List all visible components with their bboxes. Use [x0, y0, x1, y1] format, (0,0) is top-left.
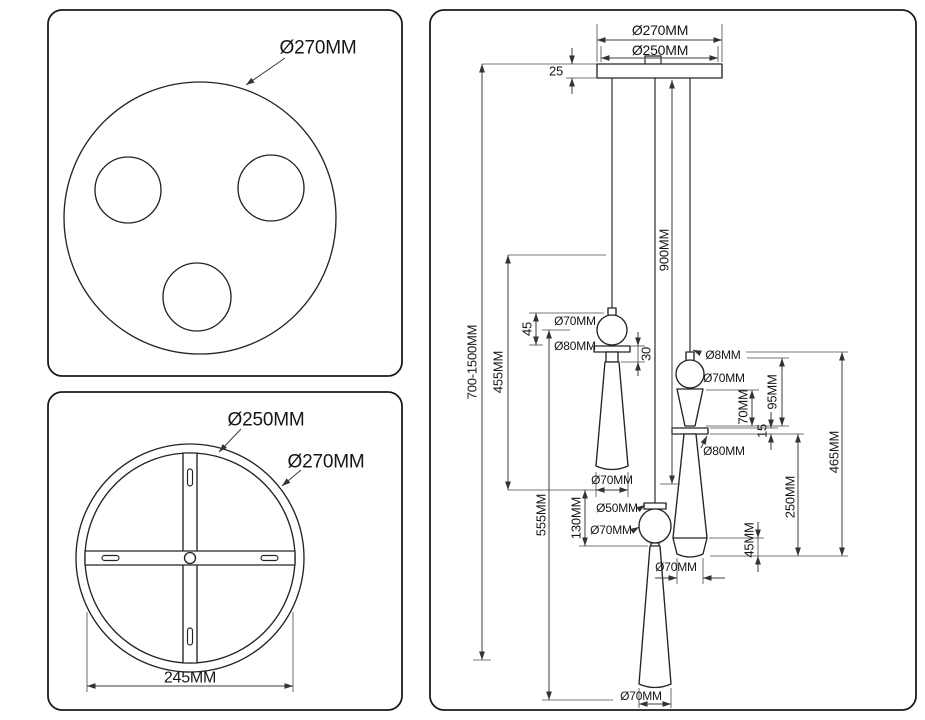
dim-mount-inner-diameter: Ø250MM [228, 410, 305, 431]
mount-view-frame [47, 391, 403, 711]
mounting-plate-panel: Ø250MM Ø270MM 245MM [47, 391, 403, 711]
right-disc [671, 427, 709, 435]
left-glass-ball [596, 314, 628, 346]
canopy-outline [63, 81, 337, 355]
top-view-panel: Ø270MM [47, 9, 403, 377]
bracket-width-dimension: 245MM [86, 612, 294, 692]
dim-left-ball-diameter: Ø70MM [554, 314, 596, 328]
dim-mid-disc-diameter: Ø50MM [596, 501, 638, 515]
bracket-center-hole [183, 551, 197, 565]
lamp-hole-right [237, 154, 305, 222]
right-funnel [676, 388, 704, 427]
right-glass-ball [675, 359, 705, 389]
side-elevation-panel: Ø270MM Ø250MM 25 700-1500MM 455MM [429, 9, 917, 711]
dim-rod-diameter: Ø8MM [705, 348, 740, 362]
dim-right-total-height: 465MM [827, 431, 842, 473]
dim-right-disc-thickness: 15 [755, 424, 770, 438]
leader-line [245, 57, 286, 86]
dim-left-shade-diameter: Ø70MM [591, 473, 633, 487]
side-view-frame [429, 9, 917, 711]
dim-canopy-thickness: 25 [549, 64, 563, 79]
top-view-frame [47, 9, 403, 377]
leader-line [218, 428, 242, 453]
dim-mid-gap-height: 130MM [569, 497, 584, 539]
left-shade [595, 361, 629, 471]
dim-mount-bracket-width: 245MM [164, 670, 216, 687]
bracket-slot-right [260, 554, 279, 562]
bracket-slot-left [101, 554, 120, 562]
dim-right-disc-diameter: Ø80MM [703, 444, 745, 458]
dim-left-ball-height: 45 [520, 322, 535, 336]
dim-left-neck-height: 30 [639, 347, 654, 361]
dim-mount-outer-diameter: Ø270MM [288, 452, 365, 473]
leader-line [281, 469, 302, 487]
right-pendant [671, 351, 709, 558]
right-shade [672, 433, 708, 558]
dim-mid-shade-diameter: Ø70MM [620, 689, 662, 703]
left-disc [593, 345, 631, 353]
dim-right-shade-diameter: Ø70MM [655, 560, 697, 574]
bracket-slot-top [186, 468, 194, 487]
lamp-hole-bottom [162, 262, 232, 332]
bracket-slot-bottom [186, 627, 194, 646]
dim-overall-height: 700-1500MM [465, 325, 480, 400]
dim-right-ball-diameter: Ø70MM [703, 371, 745, 385]
left-pendant [593, 307, 631, 471]
dim-right-neck-height: 70MM [736, 389, 751, 424]
middle-glass-ball [638, 508, 672, 544]
dim-right-tip-height: 45MM [742, 522, 757, 557]
middle-disc [643, 502, 667, 510]
dim-canopy-outer: Ø270MM [632, 22, 688, 38]
dim-topview-diameter: Ø270MM [280, 38, 357, 59]
canopy-plate [596, 63, 723, 79]
dim-left-disc-diameter: Ø80MM [554, 339, 596, 353]
dim-right-upper-height: 95MM [765, 374, 780, 409]
dim-mid-rod-length: 900MM [657, 229, 672, 271]
dimension-annotations: Ø270MM Ø250MM 25 700-1500MM 455MM [465, 22, 848, 708]
dim-right-shade-height: 250MM [783, 476, 798, 518]
lamp-hole-left [94, 156, 162, 224]
dim-mid-ball-diameter: Ø70MM [590, 523, 632, 537]
dim-left-drop: 455MM [491, 351, 506, 393]
left-socket [605, 351, 619, 363]
middle-shade [638, 545, 672, 689]
dim-mid-drop: 555MM [534, 494, 549, 536]
dim-canopy-inner: Ø250MM [632, 42, 688, 58]
middle-pendant [638, 502, 672, 689]
